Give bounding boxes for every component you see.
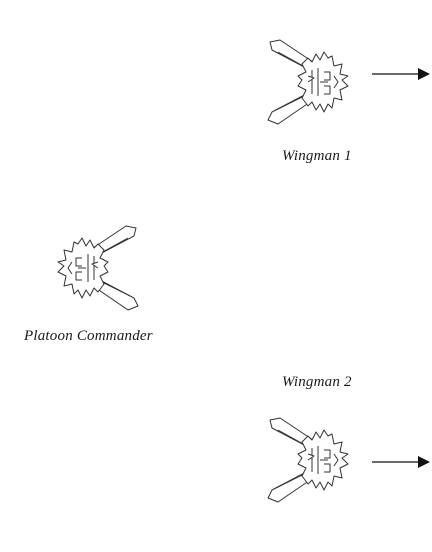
platoon-commander-unit bbox=[28, 222, 148, 314]
wingman-2-unit bbox=[258, 410, 378, 510]
arrow-right-icon bbox=[372, 66, 430, 82]
wingman-2-label: Wingman 2 bbox=[282, 374, 352, 391]
wingman-1-heading-arrow bbox=[372, 66, 430, 82]
mech-topdown-icon bbox=[258, 36, 378, 128]
platoon-commander-label: Platoon Commander bbox=[24, 328, 153, 345]
arrow-right-icon bbox=[372, 454, 430, 470]
mech-topdown-icon bbox=[28, 222, 148, 314]
mech-topdown-icon bbox=[258, 410, 378, 510]
wingman-2-heading-arrow bbox=[372, 454, 430, 470]
wingman-1-unit bbox=[258, 36, 378, 128]
wingman-1-label: Wingman 1 bbox=[282, 148, 352, 165]
